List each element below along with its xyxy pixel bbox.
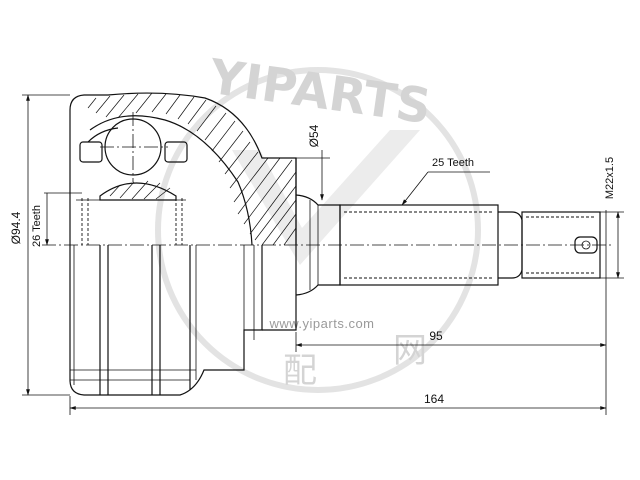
dim-inner-spline: 26 Teeth	[31, 192, 82, 247]
watermark-brand: YIPARTS	[205, 49, 434, 136]
inner-spline-label: 26 Teeth	[31, 205, 43, 247]
overall-length-label: 164	[424, 392, 444, 406]
shaft-length-label: 95	[429, 329, 443, 343]
housing-hatch	[87, 92, 297, 246]
outer-diameter-label: Ø94.4	[9, 211, 23, 244]
stub-shaft	[262, 158, 601, 331]
shaft-spline-label: 25 Teeth	[432, 157, 474, 169]
watermark-check-mark	[232, 130, 420, 265]
dim-outer-diameter: Ø94.4	[9, 94, 70, 396]
watermark-char-2: 网	[393, 331, 427, 371]
watermark-char-1: 配	[283, 351, 317, 391]
watermark-ring	[155, 67, 481, 393]
dim-thread: M22x1.5	[600, 157, 624, 279]
dim-overall-length: 164	[69, 210, 607, 415]
dim-shaft-length: 95	[295, 329, 607, 352]
seal-diameter-label: Ø54	[307, 124, 321, 147]
dim-seal-diameter: Ø54	[296, 124, 330, 201]
watermark-url: www.yiparts.com	[268, 316, 374, 331]
thread-label: M22x1.5	[604, 157, 616, 199]
bell-housing	[69, 92, 297, 396]
dim-shaft-spline: 25 Teeth	[401, 157, 490, 206]
